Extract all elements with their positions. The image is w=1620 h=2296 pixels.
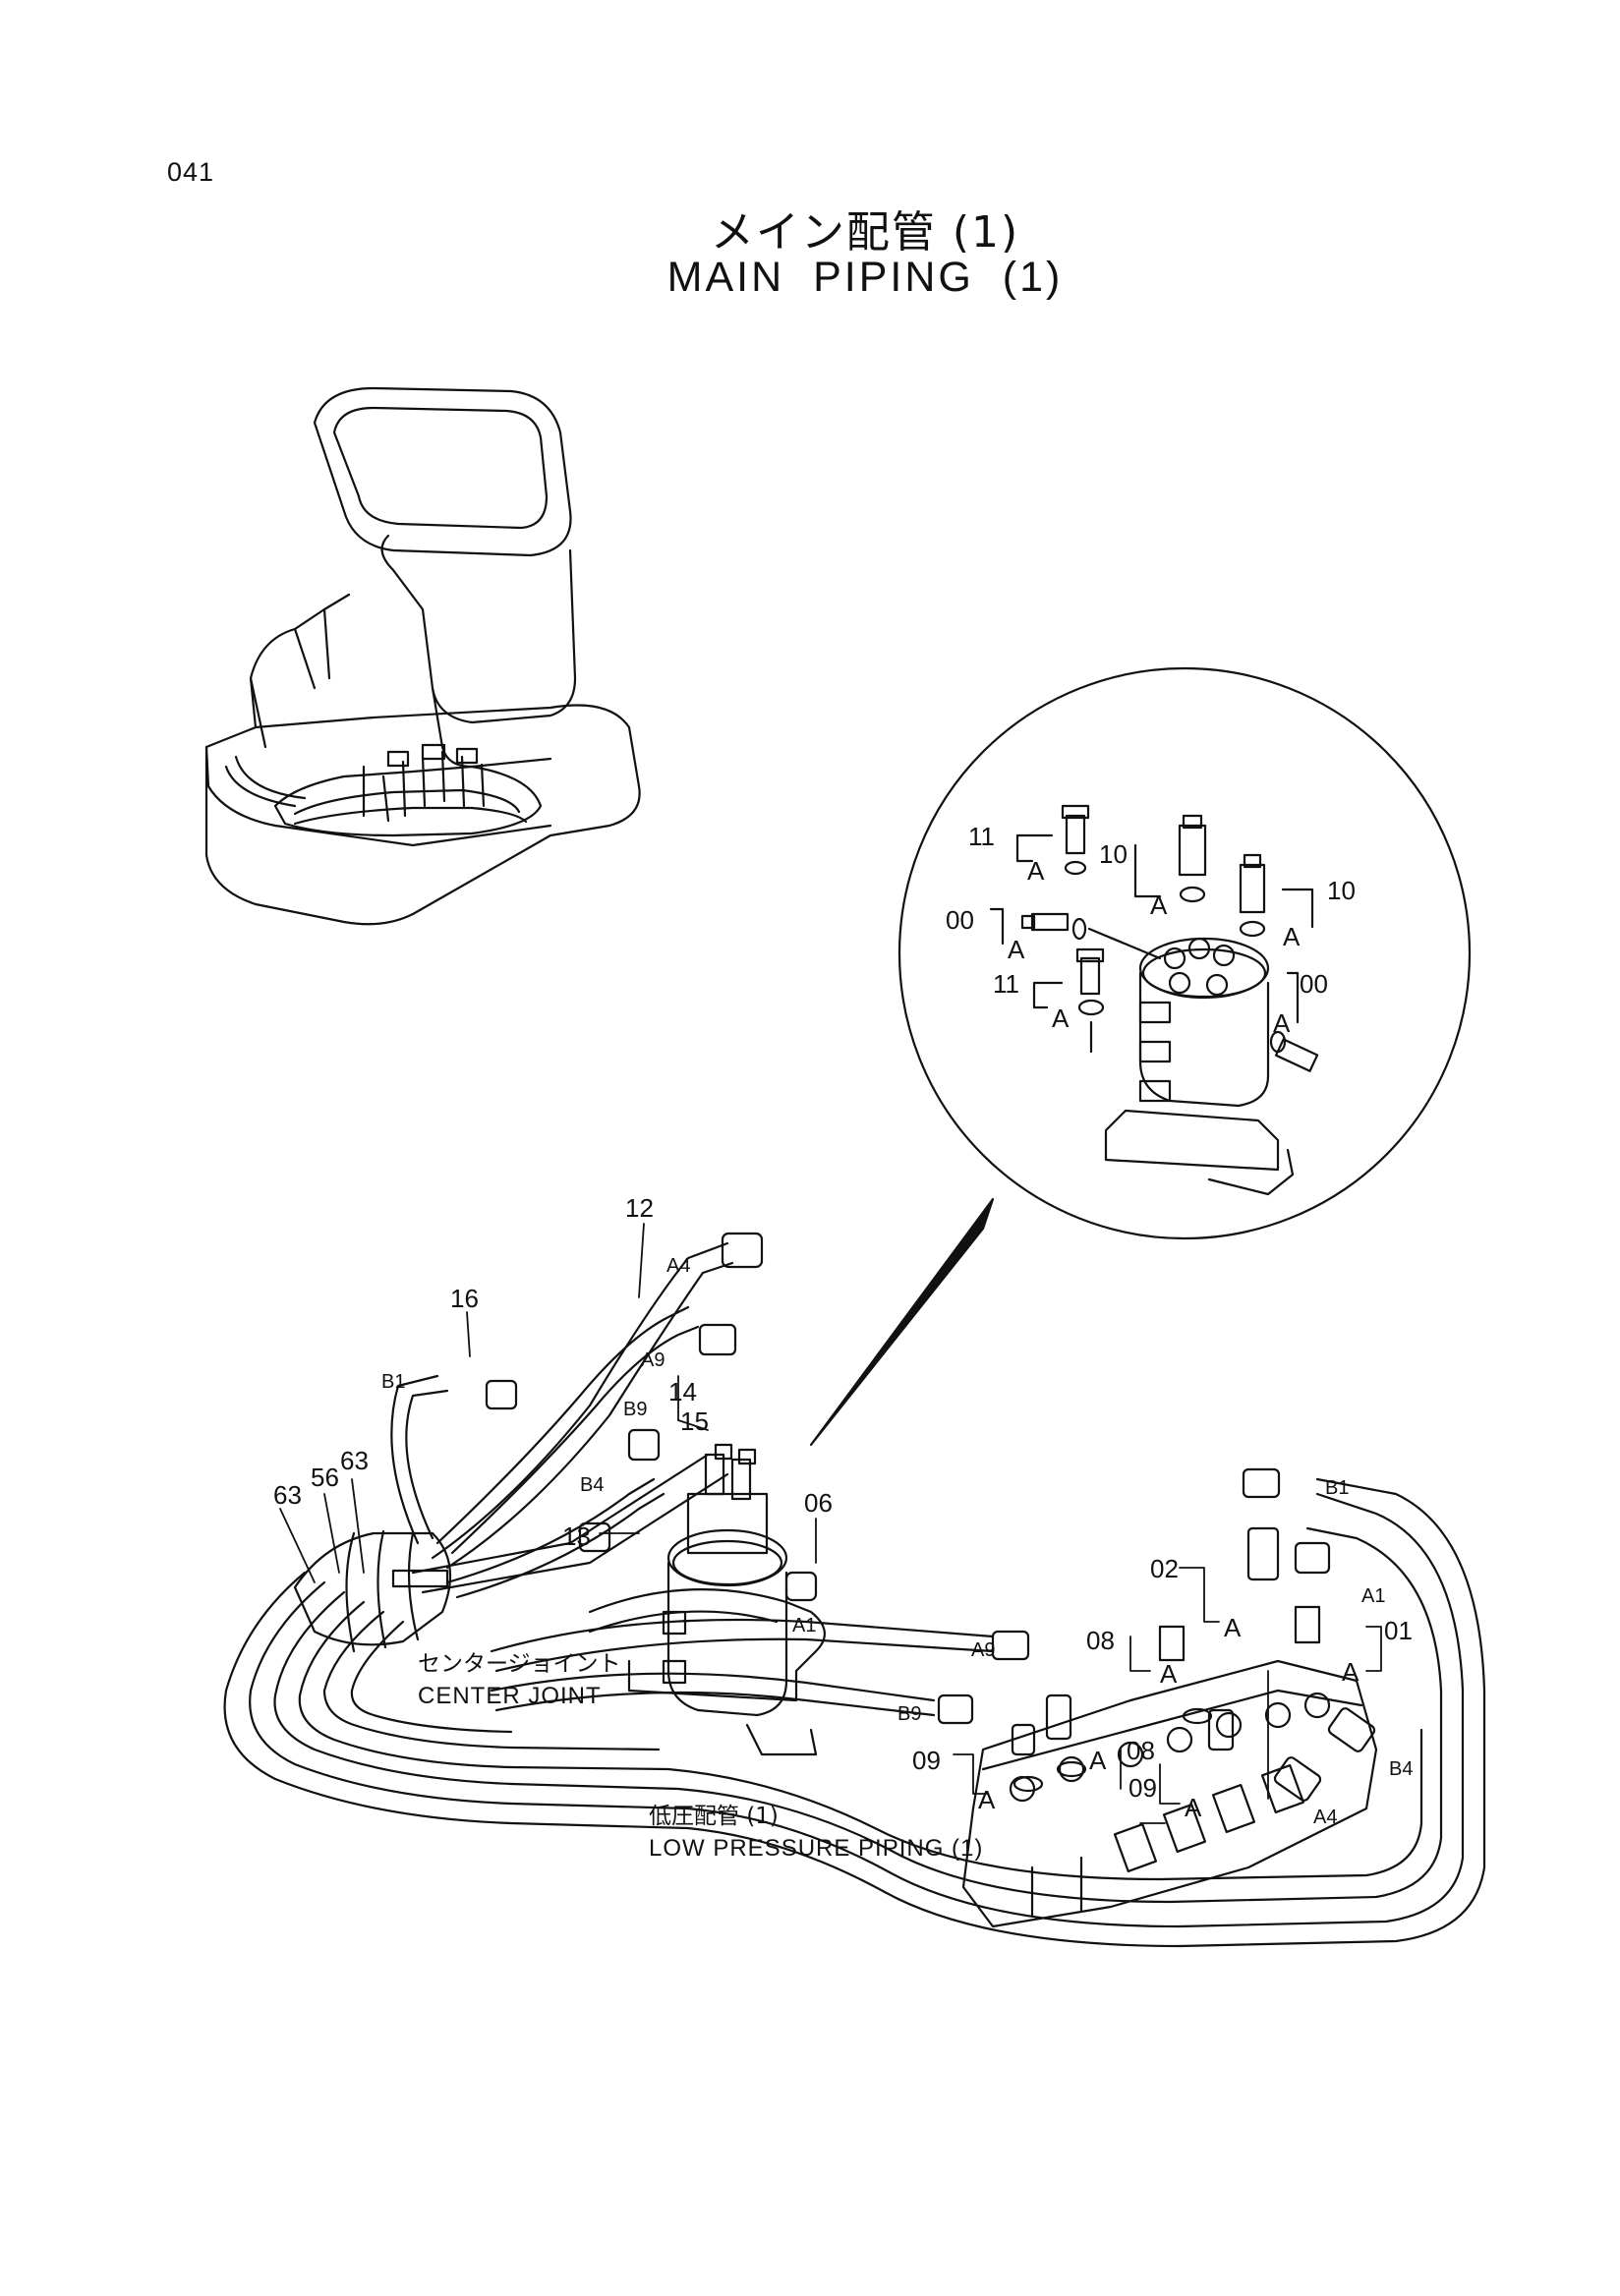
part-label-01: 01: [1384, 1616, 1413, 1645]
center-joint-label-jp: センタージョイント: [418, 1651, 621, 1677]
ref-a-6: A: [1273, 1008, 1291, 1038]
machine-overview-illustration: [204, 386, 641, 926]
part-label-15: 15: [680, 1406, 709, 1436]
part-label-14: 14: [668, 1377, 697, 1406]
part-label-08-upper: 08: [1086, 1626, 1115, 1655]
port-label-a1: A1: [792, 1615, 816, 1636]
hose-clamp: [293, 1529, 452, 1653]
part-label-08-lower: 08: [1127, 1736, 1155, 1765]
title-japanese: メイン配管 (1): [710, 207, 1020, 258]
ref-a-1: A: [1027, 856, 1045, 886]
leader-lines: [279, 1223, 1382, 1824]
ref-a-5: A: [1052, 1004, 1070, 1033]
port-label-b9: B9: [623, 1399, 647, 1420]
detail-label-10-left: 10: [1099, 839, 1128, 869]
detail-label-00-right: 00: [1300, 969, 1328, 999]
ref-a-11: A: [978, 1785, 996, 1814]
center-joint-label-en: CENTER JOINT: [418, 1683, 602, 1709]
port-label-a9: A9: [641, 1349, 665, 1371]
ref-a-12: A: [1185, 1793, 1202, 1822]
port-label-b9-right: B9: [897, 1703, 921, 1725]
low-pressure-label-jp: 低圧配管 (1): [649, 1804, 779, 1829]
hose-fittings: [485, 1232, 1376, 1802]
ref-a-10: A: [1089, 1746, 1107, 1775]
port-labels: A4 A9 B1 B9 B4 A1 A9 B9 B1 A1 B4 A4: [381, 1255, 1413, 1828]
ref-a-3: A: [1283, 922, 1301, 951]
low-pressure-label-en: LOW PRESSURE PIPING (1): [649, 1835, 983, 1862]
part-label-13: 13: [562, 1521, 591, 1551]
detail-label-11-bottom: 11: [993, 969, 1019, 999]
port-label-a9-right: A9: [971, 1639, 995, 1661]
ref-a-8: A: [1342, 1657, 1360, 1687]
part-label-63-right: 63: [340, 1446, 369, 1475]
center-joint-detail-callout: [809, 666, 1472, 1447]
port-label-b1: B1: [381, 1371, 405, 1393]
ref-a-2: A: [1150, 890, 1168, 920]
port-label-b4-right: B4: [1389, 1758, 1413, 1780]
callout-names: センタージョイント CENTER JOINT 低圧配管 (1) LOW PRES…: [418, 1651, 983, 1862]
detail-label-10-right: 10: [1327, 876, 1356, 905]
port-label-b1-right: B1: [1325, 1477, 1349, 1499]
part-label-06: 06: [804, 1488, 833, 1518]
control-valve-block: [961, 1659, 1378, 1928]
detail-label-00-left: 00: [946, 905, 974, 935]
ref-a-4: A: [1008, 935, 1025, 964]
port-label-b4: B4: [580, 1474, 604, 1496]
page-number: 041: [167, 157, 215, 187]
part-number-labels: 12 16 14 15 13 63 56 63 06 02 01 08 08 0…: [273, 822, 1413, 1803]
part-label-09-right: 09: [1128, 1773, 1157, 1803]
part-label-02: 02: [1150, 1554, 1179, 1583]
reference-letters: A A A A A A A A A A A A: [978, 856, 1360, 1822]
center-joint-assembly: [627, 1443, 818, 1756]
hose-bundle: [223, 1241, 1486, 1948]
ref-a-7: A: [1224, 1613, 1242, 1642]
part-label-16: 16: [450, 1284, 479, 1313]
port-label-a4: A4: [666, 1255, 690, 1277]
part-label-56: 56: [311, 1463, 339, 1492]
part-label-12: 12: [625, 1193, 654, 1223]
title-english: MAIN PIPING (1): [666, 254, 1064, 301]
detail-label-11-top: 11: [968, 822, 995, 851]
part-label-63-left: 63: [273, 1480, 302, 1510]
port-label-a1-right: A1: [1361, 1585, 1385, 1607]
ref-a-9: A: [1160, 1659, 1178, 1689]
part-label-09-left: 09: [912, 1746, 941, 1775]
port-label-a4-right: A4: [1313, 1807, 1337, 1828]
